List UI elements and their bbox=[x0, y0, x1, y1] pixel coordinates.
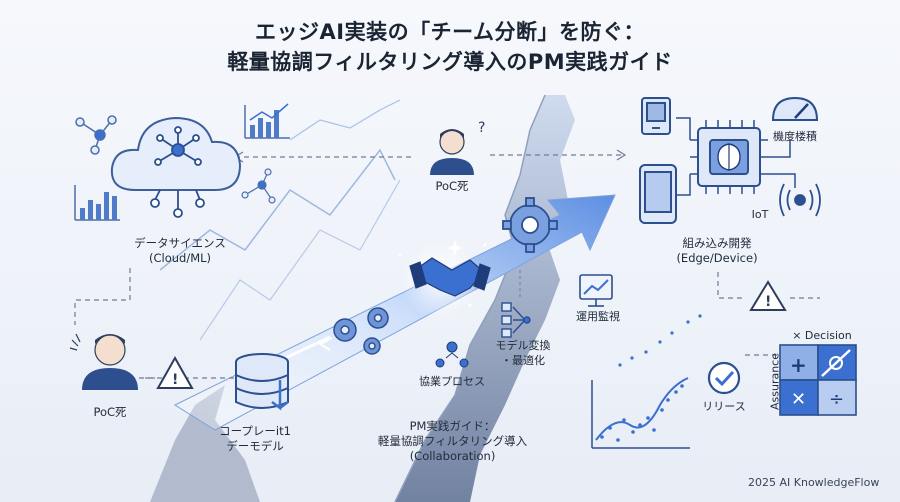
decision-matrix-icon: + ✕ ÷ bbox=[779, 344, 857, 416]
model-convert-icon bbox=[501, 302, 531, 338]
release-check-icon bbox=[707, 361, 741, 395]
data-science-label: データサイエンス (Cloud/ML) bbox=[115, 236, 245, 266]
big-gear-icon bbox=[502, 197, 558, 253]
database-icon bbox=[235, 353, 289, 411]
center-caption-line3: (Collaboration) bbox=[409, 449, 496, 463]
network-icon bbox=[75, 115, 117, 155]
scatter-chart-icon bbox=[591, 314, 702, 449]
team-icon bbox=[435, 341, 469, 368]
center-caption: PM実践ガイド： 軽量協調フィルタリング導入 (Collaboration) bbox=[365, 419, 540, 464]
embedded-subtitle: (Edge/Device) bbox=[676, 251, 758, 265]
data-science-title: データサイエンス bbox=[134, 236, 226, 250]
model-convert-label: モデル変換 ・最適化 bbox=[478, 338, 568, 368]
bar-chart-icon bbox=[74, 185, 120, 221]
model-convert-line2: ・最適化 bbox=[501, 354, 545, 367]
bar-chart-icon-2 bbox=[244, 103, 290, 139]
svg-text:!: ! bbox=[172, 372, 178, 388]
left-crack bbox=[150, 385, 260, 502]
chip-icon bbox=[697, 127, 761, 187]
svg-text:÷: ÷ bbox=[829, 389, 844, 410]
embedded-title: 組み込み開発 bbox=[682, 236, 752, 250]
model-convert-line1: モデル変換 bbox=[495, 339, 551, 352]
poc-top-label: PoC死 bbox=[435, 179, 469, 193]
collab-process-label: 協業プロセス bbox=[419, 375, 485, 388]
svg-text:+: + bbox=[790, 353, 807, 377]
gears-icon bbox=[333, 307, 389, 355]
matrix-side-label: Assurance bbox=[768, 353, 782, 411]
svg-text:✕: ✕ bbox=[791, 389, 806, 410]
phone-icon bbox=[639, 164, 677, 224]
divide-crack bbox=[395, 95, 575, 502]
network-icon-2 bbox=[241, 168, 276, 204]
handshake-icon bbox=[409, 257, 491, 297]
svg-text:?: ? bbox=[478, 120, 485, 136]
model-left-line1: コープレーit1 bbox=[219, 424, 291, 438]
poc-left-label: PoC死 bbox=[93, 405, 127, 419]
title-line-2: 軽量協調フィルタリング導入のPM実践ガイド bbox=[227, 50, 673, 74]
display-icon bbox=[641, 97, 671, 135]
monitor-icon bbox=[579, 274, 613, 307]
data-science-subtitle: (Cloud/ML) bbox=[148, 251, 212, 265]
ops-monitor-label: 運用監視 bbox=[576, 310, 620, 323]
release-label: リリース bbox=[702, 400, 746, 413]
svg-text:!: ! bbox=[765, 294, 771, 310]
device-spec-label: 機度楼積 bbox=[773, 130, 817, 143]
title-line-1: エッジAI実装の「チーム分断」を防ぐ： bbox=[255, 20, 645, 44]
poc-person-left-icon bbox=[69, 333, 138, 390]
matrix-top-label: × Decision bbox=[792, 329, 852, 342]
warning-icon-left: ! bbox=[156, 355, 194, 389]
center-caption-line2: 軽量協調フィルタリング導入 bbox=[377, 434, 528, 448]
center-caption-line1: PM実践ガイド： bbox=[409, 419, 496, 433]
model-left-line2: デーモデル bbox=[226, 439, 284, 453]
embedded-label: 組み込み開発 (Edge/Device) bbox=[652, 236, 782, 266]
warning-icon-right: ! bbox=[749, 280, 787, 311]
poc-person-icon: ? bbox=[430, 120, 485, 175]
model-left-label: コープレーit1 デーモデル bbox=[200, 424, 310, 454]
iot-label: IoT bbox=[751, 208, 769, 221]
iot-signal-icon bbox=[779, 183, 821, 217]
footer-credit: 2025 AI KnowledgeFlow bbox=[748, 476, 880, 489]
gauge-icon bbox=[771, 96, 819, 121]
